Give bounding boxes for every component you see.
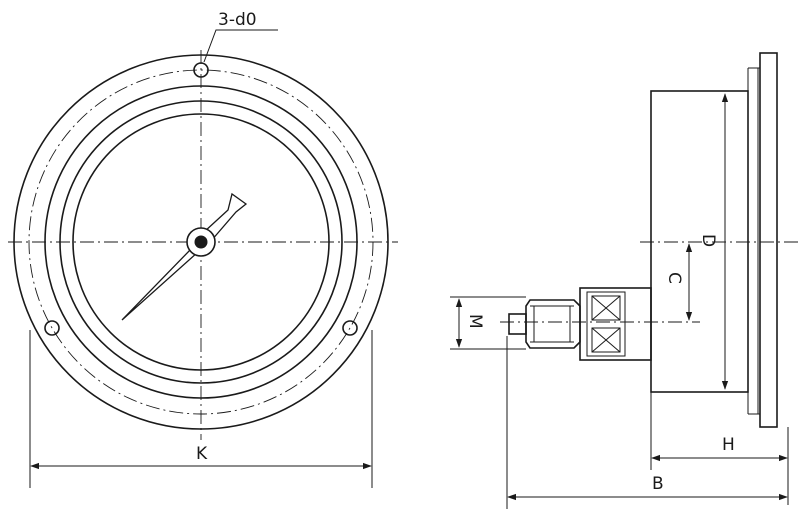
c-dimension-label: C <box>664 272 684 284</box>
flange-plate <box>759 52 778 428</box>
socket-block-inner <box>586 291 626 357</box>
wrench-flat-lower <box>591 327 621 353</box>
hole-callout-leader <box>203 29 278 63</box>
mounting-hole-top <box>193 62 209 78</box>
wrench-flat-lower-x2 <box>591 327 621 353</box>
socket-block-outer <box>579 287 652 361</box>
h-dimension-label: H <box>722 435 735 455</box>
side-view: D C M H B <box>450 52 798 509</box>
connection-nipple <box>508 313 527 335</box>
pointer-needle <box>121 247 200 321</box>
mounting-hole-right <box>342 320 358 336</box>
m-dimension-label: M <box>465 314 485 329</box>
wrench-flat-upper-x2 <box>591 295 621 321</box>
b-dimension-label: B <box>652 474 664 494</box>
d-dimension-label: D <box>698 234 718 247</box>
hole-callout-label: 3-d0 <box>218 10 257 30</box>
pointer-hub-inner <box>194 235 208 249</box>
gauge-pointer <box>121 192 248 321</box>
wrench-flat-upper <box>591 295 621 321</box>
gauge-case <box>650 90 749 393</box>
mounting-hole-left <box>44 320 60 336</box>
front-view: 3-d0 K <box>8 10 398 488</box>
k-dimension-label: K <box>196 444 208 464</box>
